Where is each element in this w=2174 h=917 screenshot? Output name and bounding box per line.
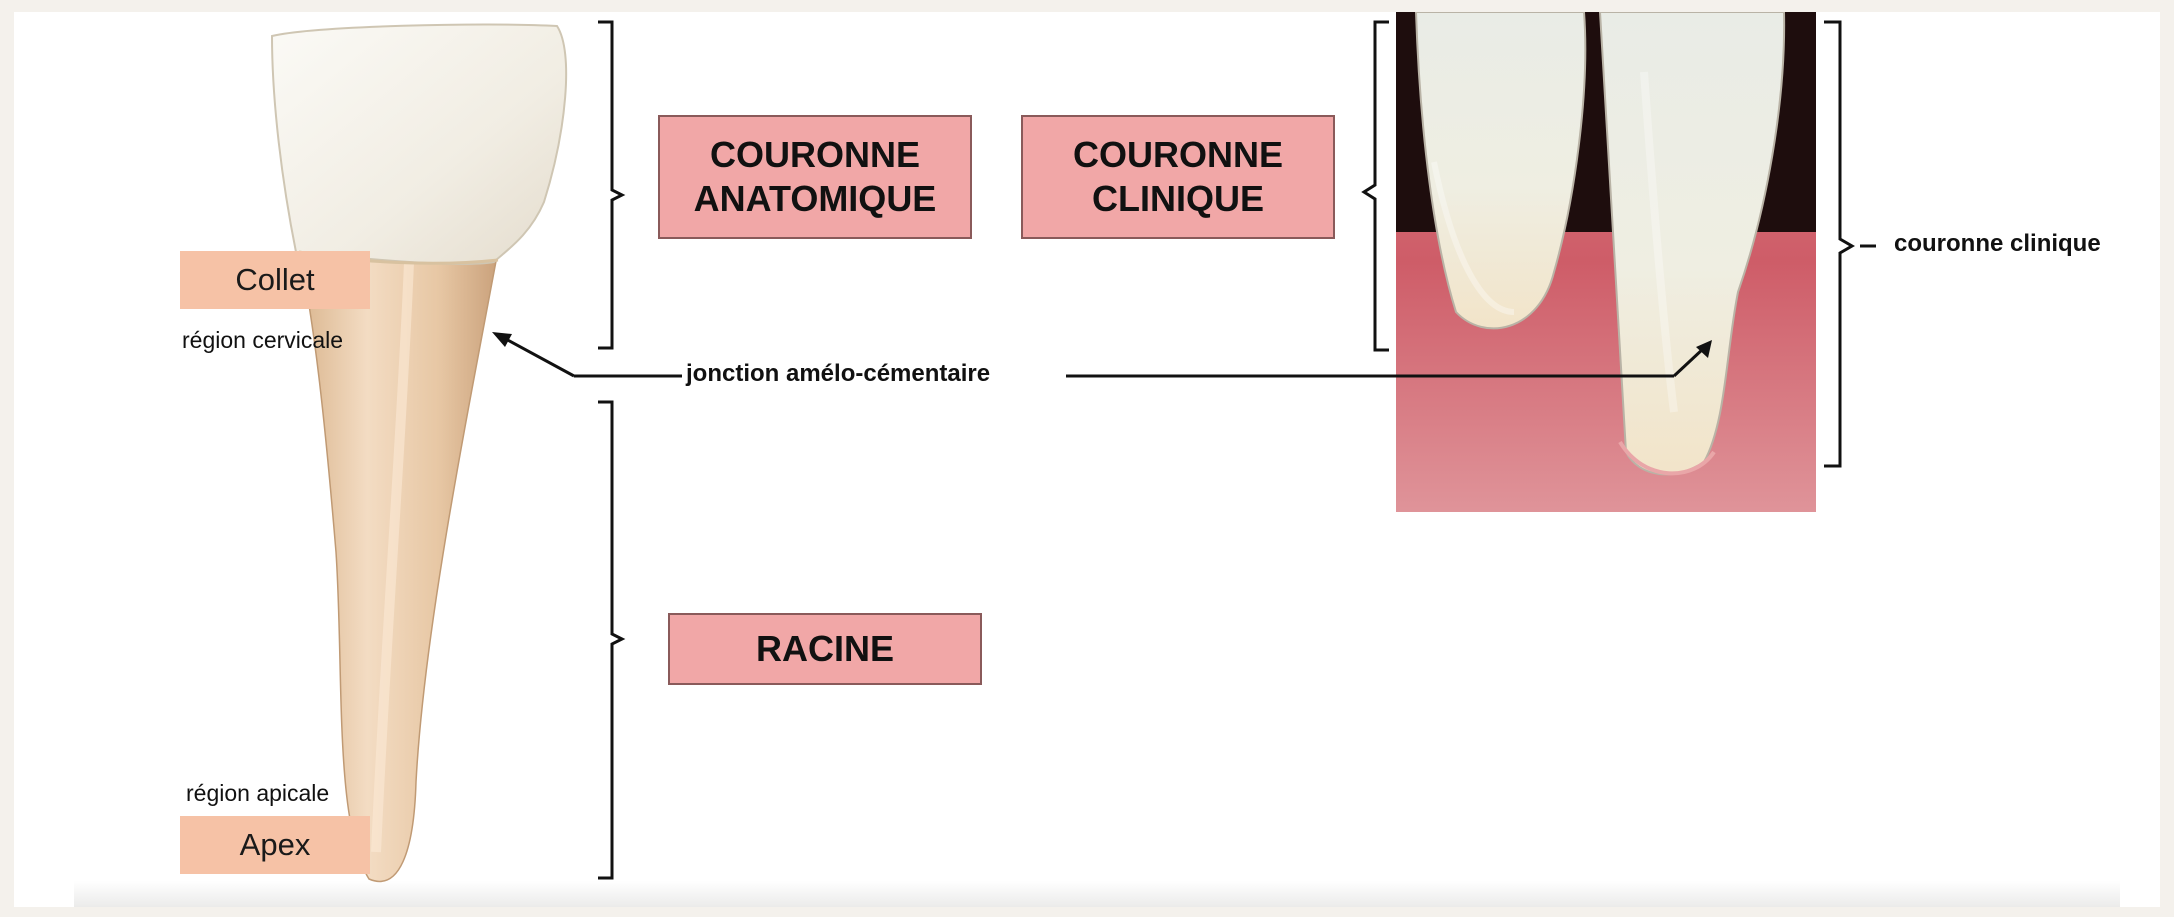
collet-label: Collet: [235, 262, 314, 298]
jonction-label: jonction amélo-cémentaire: [686, 360, 990, 388]
tooth-crown: [272, 24, 566, 263]
bracket-root: [598, 402, 622, 878]
clinical-photo: [1396, 12, 1816, 512]
couronne-clinique-photo-label: couronne clinique: [1894, 230, 2101, 258]
couronne-anatomique-box: COURONNE ANATOMIQUE: [658, 115, 972, 239]
tooth-illustration: [272, 24, 566, 881]
bottom-shadow: [74, 881, 2120, 907]
couronne-clinique-label: COURONNE CLINIQUE: [1073, 133, 1283, 221]
region-apicale-label: région apicale: [186, 780, 329, 807]
couronne-anatomique-label: COURONNE ANATOMIQUE: [694, 133, 937, 221]
diagram-canvas: COURONNE ANATOMIQUE COURONNE CLINIQUE RA…: [14, 12, 2160, 907]
apex-box: Apex: [180, 816, 370, 874]
arrowhead-left: [492, 332, 512, 347]
bracket-clinical-crown-right: [1824, 22, 1852, 466]
racine-box: RACINE: [668, 613, 982, 685]
bracket-anatomical-crown: [598, 22, 622, 348]
bracket-clinical-crown-left: [1364, 22, 1389, 350]
racine-label: RACINE: [756, 627, 894, 671]
apex-label: Apex: [240, 827, 311, 863]
collet-box: Collet: [180, 251, 370, 309]
region-cervicale-label: région cervicale: [182, 327, 343, 354]
couronne-clinique-box: COURONNE CLINIQUE: [1021, 115, 1335, 239]
